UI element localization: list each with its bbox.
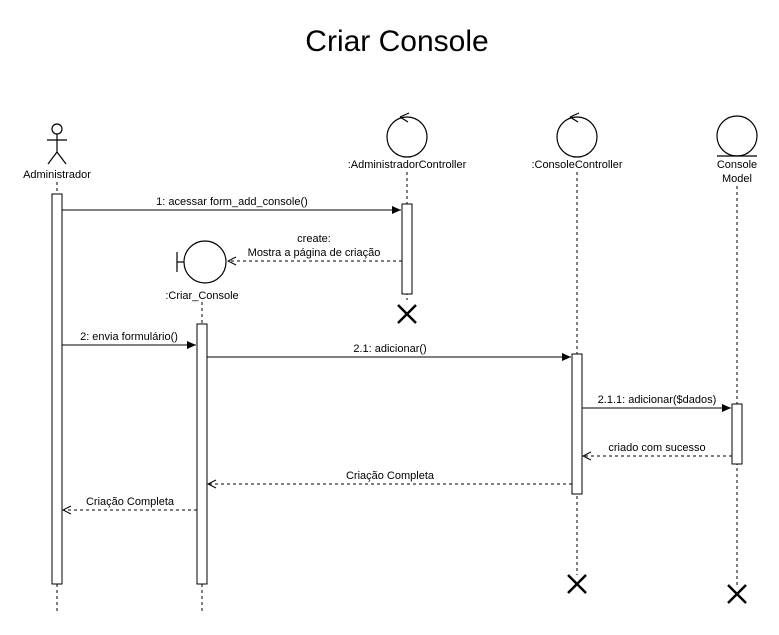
message-label-2-1: 2.1: adicionar() bbox=[353, 343, 426, 355]
control-icon bbox=[556, 112, 598, 158]
participant-label-console-model-line1: Console bbox=[717, 159, 757, 171]
destroy-marker bbox=[397, 304, 417, 324]
participant-label-console-model-line2: Model bbox=[722, 173, 752, 185]
boundary-icon bbox=[176, 240, 227, 284]
control-icon bbox=[386, 112, 428, 158]
participant-label-criar-console: :Criar_Console bbox=[165, 290, 238, 302]
activation-console-model bbox=[731, 403, 743, 465]
activation-administrador-controller bbox=[401, 203, 413, 295]
entity-icon bbox=[716, 115, 758, 157]
actor-icon bbox=[47, 123, 67, 165]
message-label-2-1-1: 2.1.1: adicionar($dados) bbox=[598, 394, 717, 406]
participant-label-administrador-controller: :AdministradorController bbox=[348, 159, 467, 171]
return-label-sucesso: criado com sucesso bbox=[608, 442, 705, 454]
message-label-2: 2: envia formulário() bbox=[80, 331, 178, 343]
create-label-line2: Mostra a página de criação bbox=[248, 247, 381, 259]
activation-administrador bbox=[51, 193, 63, 585]
destroy-marker bbox=[567, 574, 587, 594]
participant-label-administrador: Administrador bbox=[23, 169, 91, 181]
activation-console-controller bbox=[571, 353, 583, 495]
create-label-line1: create: bbox=[297, 233, 331, 245]
activation-criar-console bbox=[196, 323, 208, 585]
destroy-marker bbox=[727, 584, 747, 604]
return-label-completa-2: Criação Completa bbox=[86, 496, 175, 508]
return-label-completa-1: Criação Completa bbox=[346, 470, 435, 482]
diagram-title: Criar Console bbox=[305, 25, 488, 58]
participant-label-console-controller: :ConsoleController bbox=[531, 159, 622, 171]
message-label-1: 1: acessar form_add_console() bbox=[156, 196, 308, 208]
